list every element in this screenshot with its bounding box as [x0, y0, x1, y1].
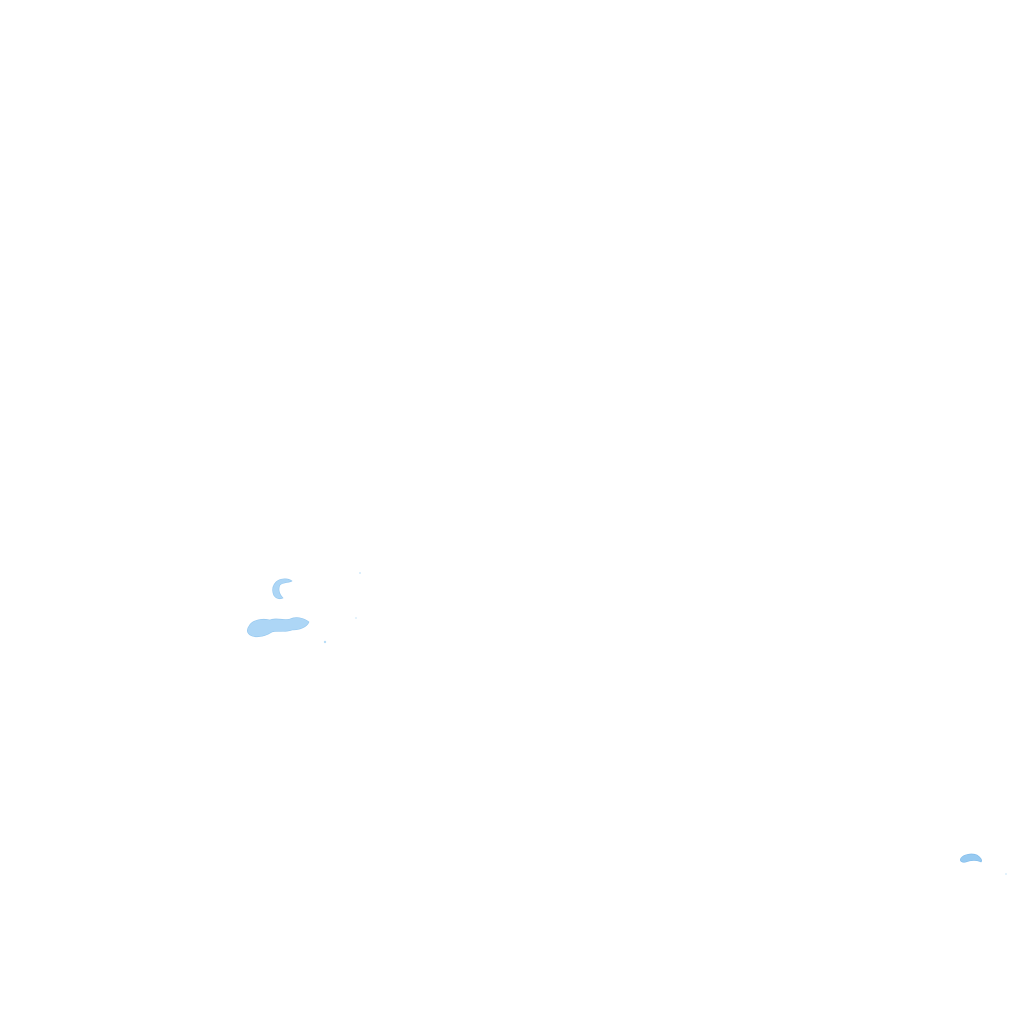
lake-west-speck [359, 572, 361, 574]
lake-east [960, 853, 982, 863]
lake-west-speck [355, 617, 357, 619]
lake-west-speck [323, 640, 327, 644]
lake-east-speck [1005, 873, 1007, 875]
lake-west-large [247, 617, 310, 638]
lake-west-small [272, 578, 293, 600]
